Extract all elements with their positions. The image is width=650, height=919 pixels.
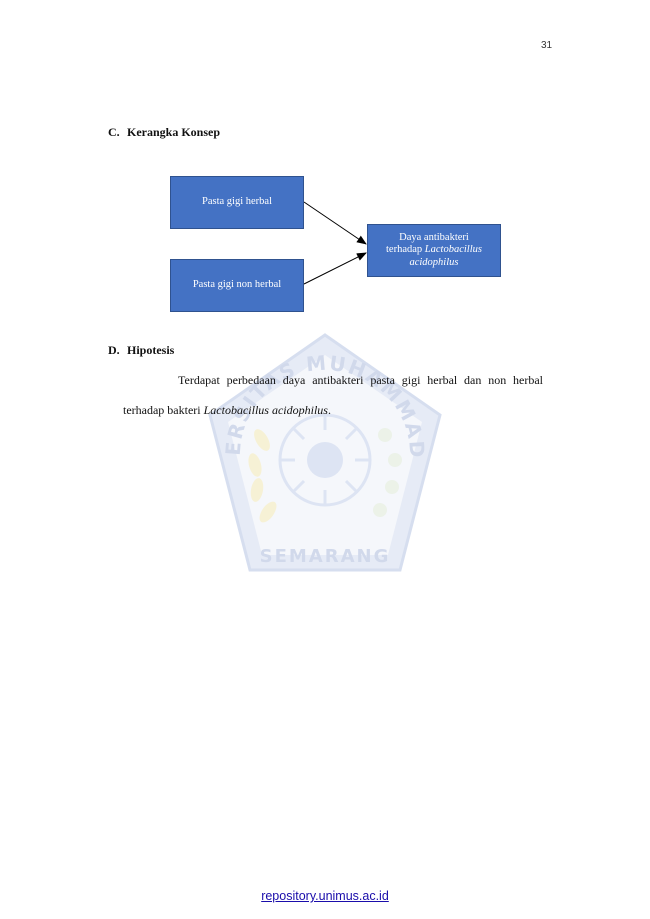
- diagram-box-result-line3-italic: acidophilus: [409, 256, 459, 268]
- diagram-box-non-herbal: Pasta gigi non herbal: [170, 259, 304, 312]
- diagram-box-result-line1: Daya antibakteri: [399, 231, 469, 243]
- section-d-title: Hipotesis: [127, 343, 175, 357]
- diagram-box-non-herbal-label: Pasta gigi non herbal: [192, 279, 282, 291]
- section-c-letter: C.: [108, 125, 120, 139]
- section-c-heading: C. Kerangka Konsep: [108, 125, 220, 140]
- hypothesis-line-1: Terdapat perbedaan daya antibakteri past…: [178, 373, 543, 388]
- section-c-title: Kerangka Konsep: [127, 125, 221, 139]
- hypothesis-line-2: terhadap bakteri Lactobacillus acidophil…: [123, 403, 331, 418]
- diagram-box-herbal: Pasta gigi herbal: [170, 176, 304, 229]
- diagram-box-herbal-label: Pasta gigi herbal: [202, 196, 272, 208]
- watermark-logo: UNIVERSITAS MUHAMMADIYAH SEMARANG: [191, 311, 450, 585]
- section-d-letter: D.: [108, 343, 120, 357]
- hypothesis-line-2-suffix: .: [327, 403, 331, 417]
- diagram-box-result: Daya antibakteri terhadap Lactobacillus …: [367, 224, 501, 277]
- watermark-bottom-text: SEMARANG: [260, 546, 391, 567]
- repository-link[interactable]: repository.unimus.ac.id: [261, 889, 389, 903]
- hypothesis-species-name: Lactobacillus acidophilus: [203, 403, 328, 417]
- diagram-box-result-line2-italic: Lactobacillus: [424, 244, 482, 256]
- arrow-nonherbal-to-result: [303, 252, 367, 285]
- hypothesis-line-1-text: Terdapat perbedaan daya antibakteri past…: [178, 373, 543, 387]
- university-seal-icon: UNIVERSITAS MUHAMMADIYAH SEMARANG: [191, 311, 442, 572]
- section-d-heading: D. Hipotesis: [108, 343, 174, 358]
- hypothesis-line-2-prefix: terhadap bakteri: [123, 403, 204, 417]
- diagram-box-result-line2-prefix: terhadap: [386, 244, 425, 256]
- arrow-herbal-to-result: [303, 201, 367, 245]
- page-number: 31: [541, 40, 553, 51]
